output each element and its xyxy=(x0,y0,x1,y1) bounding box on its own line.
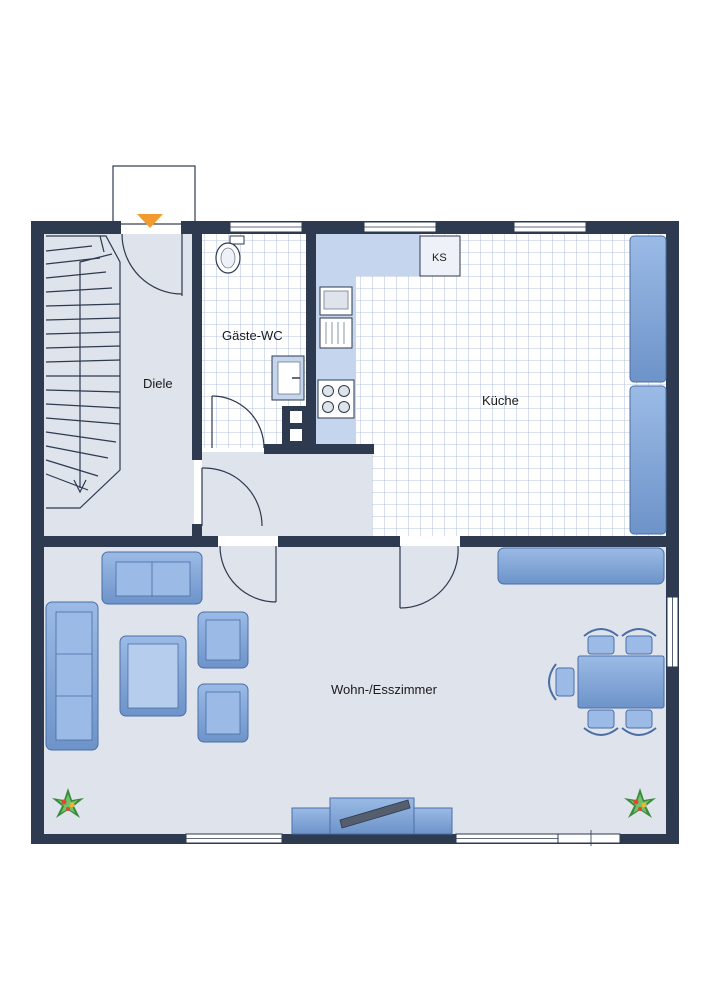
dining-table xyxy=(577,655,665,709)
doors xyxy=(121,233,459,609)
toilet-icon xyxy=(215,235,245,274)
wall-bench xyxy=(497,547,665,585)
sink-icon xyxy=(271,355,305,401)
room-label-diele: Diele xyxy=(143,376,173,391)
dining-chairs xyxy=(555,635,653,729)
kitchen-bench xyxy=(629,235,667,535)
room-label-kueche: Küche xyxy=(482,393,519,408)
interior-walls xyxy=(44,232,666,547)
staircase xyxy=(45,235,121,509)
coffee-table xyxy=(119,635,187,717)
diele-floor xyxy=(44,234,194,536)
drainboard xyxy=(325,322,345,344)
entrance-arrow-icon xyxy=(137,214,163,228)
armchair-top xyxy=(197,611,249,669)
window-mullions xyxy=(186,226,673,846)
brand-logo: [ ] onOffice xyxy=(668,791,675,827)
potted-plant-icon xyxy=(52,788,84,818)
room-label-wohn-esszimmer: Wohn-/Esszimmer xyxy=(331,682,438,697)
flur-floor xyxy=(202,452,372,536)
sofa-top xyxy=(101,551,203,605)
kitchen-sink-icon xyxy=(319,286,353,349)
kueche-floor xyxy=(316,234,666,536)
stove-icon xyxy=(317,379,355,419)
outer-walls xyxy=(31,221,679,844)
potted-plant-icon xyxy=(624,788,656,818)
fridge-label: KS xyxy=(432,252,447,264)
armchair-bottom xyxy=(197,683,249,743)
sofa-left xyxy=(45,601,99,751)
room-label-gaeste-wc: Gäste-WC xyxy=(222,328,283,343)
dining-chair-backs xyxy=(548,628,657,736)
fireplace xyxy=(291,797,453,835)
shaft-openings xyxy=(290,411,302,441)
